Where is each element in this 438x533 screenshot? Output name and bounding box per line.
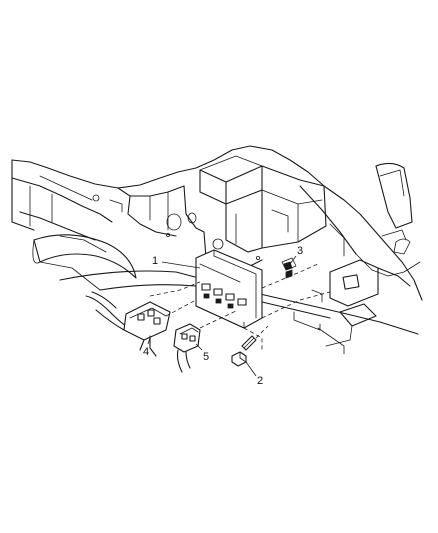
control-module (195, 249, 263, 329)
callout-3: 3 (289, 245, 303, 265)
callout-1: 1 (152, 255, 201, 269)
callout-1-label: 1 (152, 255, 158, 267)
vehicle-body-structure (11, 145, 423, 355)
callout-4: 4 (143, 337, 151, 358)
assembly-lines (149, 263, 331, 350)
callout-3-label: 3 (297, 245, 303, 257)
callout-5: 5 (195, 343, 209, 363)
callout-4-label: 4 (143, 346, 149, 358)
callout-5-label: 5 (203, 351, 209, 363)
callout-2: 2 (245, 361, 263, 387)
wiring-connector-b (173, 323, 201, 373)
mounting-bolt (231, 325, 269, 367)
callout-2-label: 2 (257, 375, 263, 387)
wiring-connector-a (85, 291, 171, 357)
